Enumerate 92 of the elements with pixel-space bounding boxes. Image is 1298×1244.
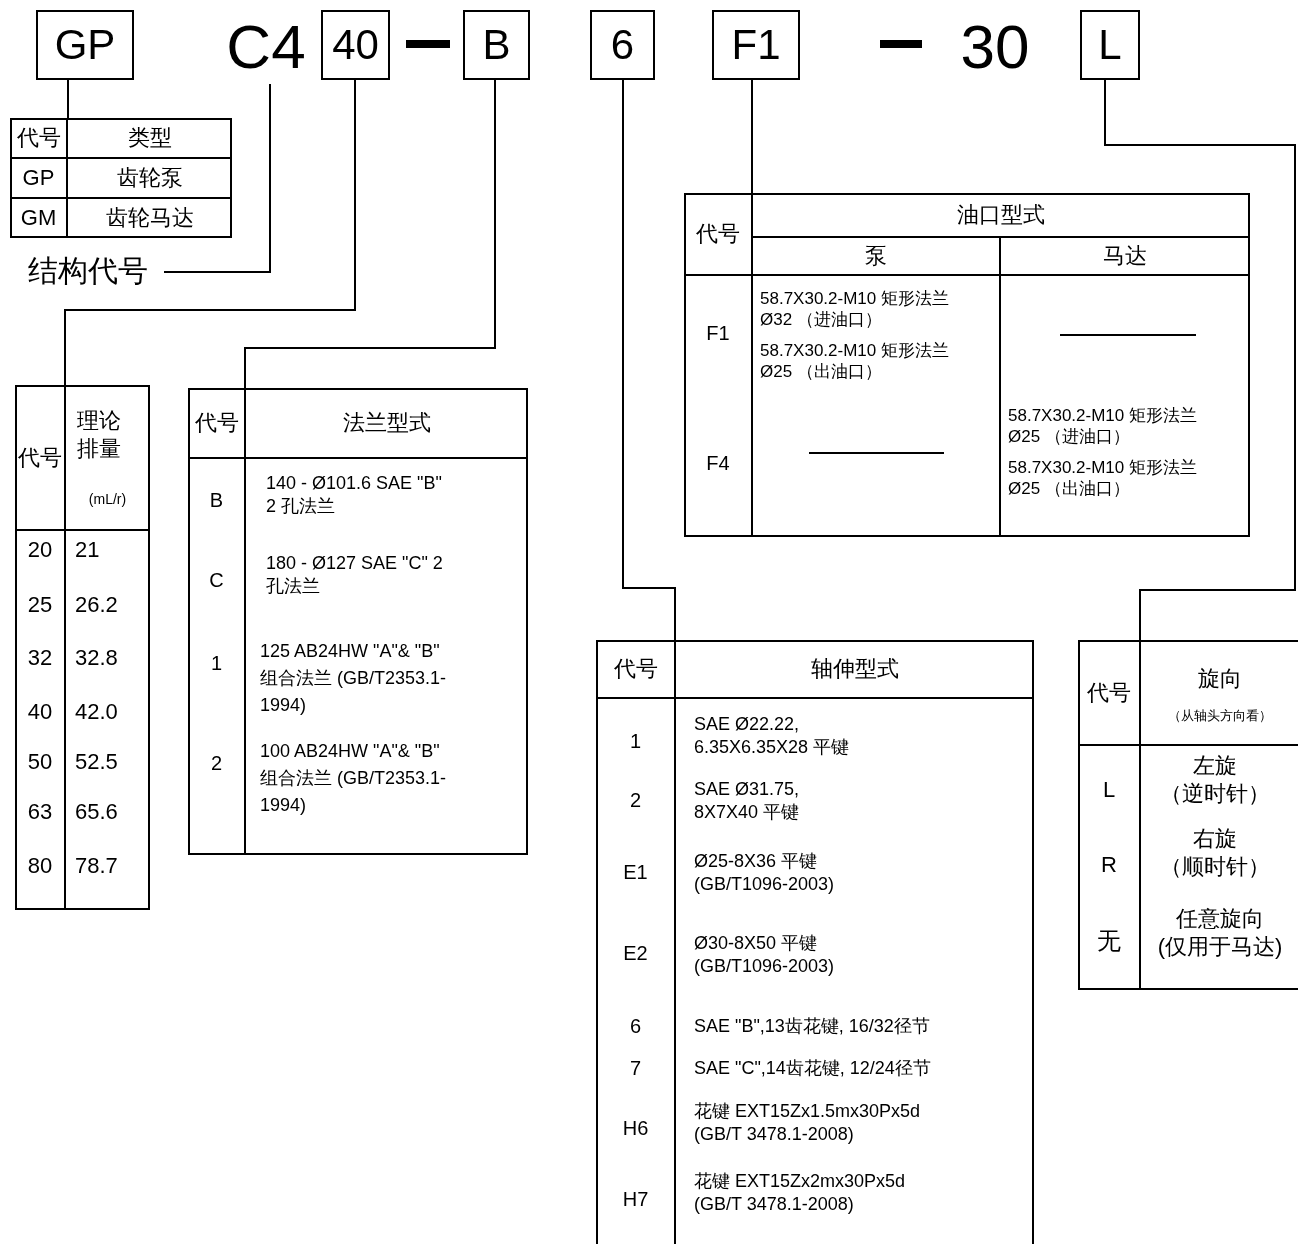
description-text: 180 - Ø127 SAE "C" 2 孔法兰 <box>266 552 444 597</box>
code-text: B <box>209 487 224 513</box>
leader-line <box>64 79 356 386</box>
code-text: 63 <box>27 798 53 826</box>
leader-line <box>622 79 676 641</box>
code-text: 1 <box>629 728 642 754</box>
description-text: 140 - Ø101.6 SAE "B" 2 孔法兰 <box>266 472 443 517</box>
description-text: Ø25-8X36 平键 (GB/T1096-2003) <box>694 850 836 895</box>
header-text: 油口型式 <box>957 201 1045 229</box>
structure-code-label: 结构代号 <box>12 248 164 294</box>
header-text: 类型 <box>127 124 172 152</box>
code-text: 2 <box>629 787 642 813</box>
code-text: 泵 <box>865 242 887 270</box>
header-text: 轴伸型式 <box>810 655 899 683</box>
code-letter-box: B <box>463 10 530 80</box>
code-table <box>188 388 528 855</box>
code-text: 右旋（顺时针） <box>1159 825 1271 880</box>
code-text: GP <box>22 164 55 192</box>
description-text: 78.7 <box>75 852 118 880</box>
description-text: 32.8 <box>75 644 118 672</box>
code-text: H6 <box>622 1115 649 1141</box>
description-text: 21 <box>75 536 100 564</box>
description-text: 花键 EXT15Zx1.5mx30Px5d (GB/T 3478.1-2008) <box>694 1100 922 1145</box>
code-text: 马达 <box>1103 242 1147 270</box>
code-text: 无 <box>1097 926 1121 956</box>
code-letter-box: 40 <box>321 10 390 80</box>
header-text: 代号 <box>696 220 740 248</box>
code-text: 80 <box>27 852 53 880</box>
code-text: F1 <box>706 320 730 346</box>
description-text: 125 AB24HW "A"& "B" 组合法兰 (GB/T2353.1-1994) <box>260 640 448 717</box>
description-text: Ø30-8X50 平键 (GB/T1096-2003) <box>694 932 836 977</box>
description-text: 42.0 <box>75 698 118 726</box>
code-text: 40 <box>27 698 53 726</box>
note-text: （从轴头方向看） <box>1168 707 1272 725</box>
code-table <box>15 385 150 910</box>
header-text: 法兰型式 <box>342 409 431 437</box>
code-text: H7 <box>622 1186 649 1212</box>
code-letter-box: 6 <box>590 10 655 80</box>
code-text: 齿轮泵 <box>116 164 183 192</box>
code-text: 左旋（逆时针） <box>1159 752 1271 807</box>
header-text: 代号 <box>1087 678 1131 707</box>
description-text: SAE Ø22.22, 6.35X6.35X28 平键 <box>694 713 851 758</box>
leader-line <box>163 83 271 273</box>
description-text: 100 AB24HW "A"& "B" 组合法兰 (GB/T2353.1-1994) <box>260 740 448 817</box>
description-text: 花键 EXT15Zx2mx30Px5d (GB/T 3478.1-2008) <box>694 1170 907 1215</box>
description-text: 58.7X30.2-M10 矩形法兰 Ø32 （进油口） <box>760 288 950 331</box>
code-letter-box: L <box>1080 10 1140 80</box>
header-text: 旋向 <box>1198 665 1242 693</box>
header-text: 代号 <box>613 655 658 683</box>
code-letter-box: F1 <box>712 10 800 80</box>
leader-line <box>1104 79 1296 641</box>
code-table <box>596 640 1034 1244</box>
description-text: 58.7X30.2-M10 矩形法兰 Ø25 （进油口） <box>1008 405 1198 448</box>
code-text: E1 <box>623 859 648 885</box>
header-text: 理论排量 <box>76 407 122 462</box>
leader-line <box>751 79 753 194</box>
description-text: SAE "C",14齿花键, 12/24径节 <box>694 1057 931 1080</box>
code-text: GM <box>20 204 57 232</box>
code-table <box>684 193 1250 537</box>
description-text: 58.7X30.2-M10 矩形法兰 Ø25 （出油口） <box>1008 457 1198 500</box>
code-text: 7 <box>629 1055 642 1081</box>
code-table <box>10 118 232 238</box>
description-text: 26.2 <box>75 591 118 619</box>
code-text: 1 <box>210 650 223 676</box>
description-text: 52.5 <box>75 748 118 776</box>
description-text: SAE Ø31.75, 8X7X40 平键 <box>694 778 801 823</box>
code-text: C <box>209 567 224 593</box>
code-text: L <box>1102 776 1116 804</box>
leader-line <box>67 79 69 119</box>
code-text: 20 <box>27 536 53 564</box>
description-text: 65.6 <box>75 798 118 826</box>
structure-code-text: C4 <box>216 8 316 84</box>
header-text: 代号 <box>16 124 61 152</box>
code-text: 25 <box>27 591 53 619</box>
code-text: E2 <box>623 940 648 966</box>
code-text: F4 <box>706 450 730 476</box>
code-text: 32 <box>27 644 53 672</box>
header-text: 代号 <box>18 443 62 472</box>
code-text: 任意旋向(仅用于马达) <box>1156 905 1284 960</box>
code-table <box>1078 640 1298 990</box>
unit-text: (mL/r) <box>88 491 127 509</box>
description-text: SAE "B",13齿花键, 16/32径节 <box>694 1015 930 1038</box>
description-text: 58.7X30.2-M10 矩形法兰 Ø25 （出油口） <box>760 340 950 383</box>
code-text: 6 <box>629 1013 642 1039</box>
header-text: 代号 <box>194 409 239 437</box>
code-text: R <box>1101 851 1117 879</box>
code-letter-box: GP <box>36 10 134 80</box>
code-text: 50 <box>27 748 53 776</box>
series-code-text: 30 <box>959 10 1031 83</box>
code-text: 2 <box>210 750 223 776</box>
code-text: 齿轮马达 <box>105 204 194 232</box>
leader-line <box>244 79 496 389</box>
